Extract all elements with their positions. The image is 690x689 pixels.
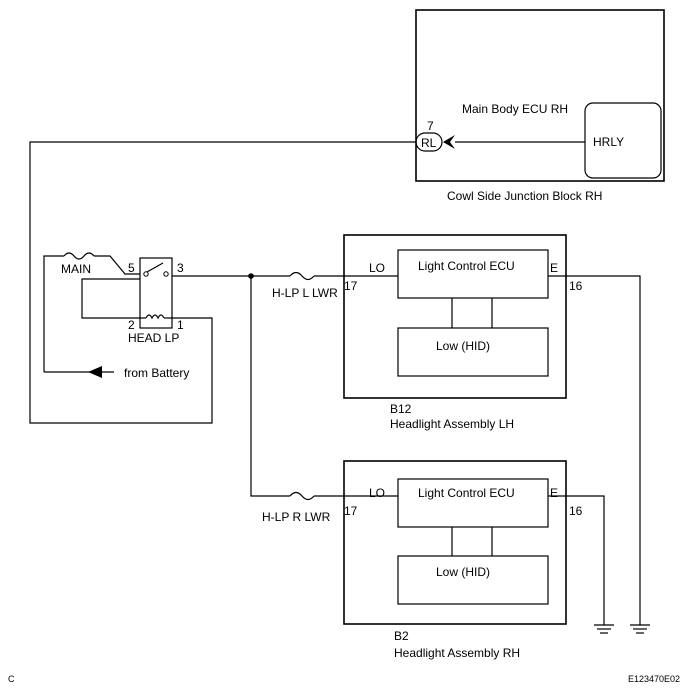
relay-coil-loop-wire (81, 278, 140, 319)
main-fuse-group: MAIN from Battery (43, 252, 189, 380)
fuse-rh-icon (289, 491, 315, 501)
rl-to-relay-wire (29, 141, 416, 424)
battery-label: from Battery (124, 366, 189, 380)
hrly-relay-box (584, 102, 662, 179)
rh-ecu-box (397, 478, 549, 528)
rh-pin-lo: 17 (344, 504, 358, 518)
corner-right-label: E123470E02 (628, 674, 680, 684)
ground-icon-lh (630, 624, 650, 634)
headlight-rh: Light Control ECU Low (HID) LO E 17 16 B… (343, 460, 583, 660)
relay-pin1-label: 1 (177, 318, 184, 332)
rh-pin-e: 16 (569, 504, 583, 518)
lh-lamp-label: Low (HID) (436, 339, 490, 353)
headlight-lh-box (343, 234, 567, 399)
main-fuse-icon (63, 252, 95, 260)
rl-pin-label: 7 (427, 119, 434, 133)
rh-term-lo: LO (369, 486, 385, 500)
fuse-lh-label: H-LP L LWR (272, 286, 338, 300)
lh-pin-e: 16 (569, 279, 583, 293)
main-to-relay-wire (94, 255, 140, 275)
relay-box (139, 257, 173, 329)
junction-block-label: Cowl Side Junction Block RH (447, 189, 602, 203)
lh-term-lo: LO (369, 261, 385, 275)
rh-name: Headlight Assembly RH (394, 646, 520, 660)
relay-switch-blade (146, 262, 164, 273)
rh-term-e: E (550, 486, 558, 500)
rl-arrow-icon (443, 135, 455, 149)
junction-block: Main Body ECU RH HRLY RL 7 Cowl Side Jun… (415, 9, 665, 203)
ground-icon-rh (594, 624, 614, 634)
battery-feed-wire (43, 255, 64, 372)
fuse-lh-group: H-LP L LWR (272, 271, 398, 300)
relay-pin5-label: 5 (128, 261, 135, 275)
headlight-lh: Light Control ECU Low (HID) LO E 17 16 B… (343, 234, 583, 431)
relay-pin3-label: 3 (177, 261, 184, 275)
junction-block-box (415, 9, 665, 182)
lh-name: Headlight Assembly LH (390, 417, 514, 431)
lh-pin-lo: 17 (344, 279, 358, 293)
rl-connector-label: RL (421, 136, 437, 150)
head-lp-relay: 5 3 2 1 HEAD LP (128, 257, 184, 345)
lh-ecu-box (397, 249, 549, 299)
fuse-rh-label: H-LP R LWR (262, 510, 331, 524)
rh-branch-wire (250, 276, 290, 497)
rh-lamp-box (397, 555, 549, 605)
corner-left-label: C (8, 674, 15, 684)
relay-contact-b (163, 271, 169, 277)
relay-label: HEAD LP (128, 331, 179, 345)
lh-term-e: E (550, 261, 558, 275)
rh-ground-wire (548, 495, 605, 625)
relay-coil-icon (145, 314, 165, 320)
rh-lamp-label: Low (HID) (436, 565, 490, 579)
fuse-rh-group: H-LP R LWR (262, 491, 398, 524)
hrly-label: HRLY (593, 135, 624, 149)
main-body-ecu-label: Main Body ECU RH (462, 102, 568, 116)
fuse-lh-icon (289, 271, 315, 281)
lh-lamp-box (397, 327, 549, 377)
main-fuse-label: MAIN (61, 262, 91, 276)
battery-arrow-icon (88, 366, 102, 378)
relay-pin2-label: 2 (128, 318, 135, 332)
headlight-rh-box (343, 460, 567, 625)
lh-ecu-label: Light Control ECU (418, 259, 515, 273)
relay-contact-a (143, 271, 149, 277)
rh-code: B2 (394, 629, 409, 643)
lh-ground-wire (548, 275, 641, 625)
rh-ecu-label: Light Control ECU (418, 486, 515, 500)
lh-code: B12 (390, 402, 412, 416)
